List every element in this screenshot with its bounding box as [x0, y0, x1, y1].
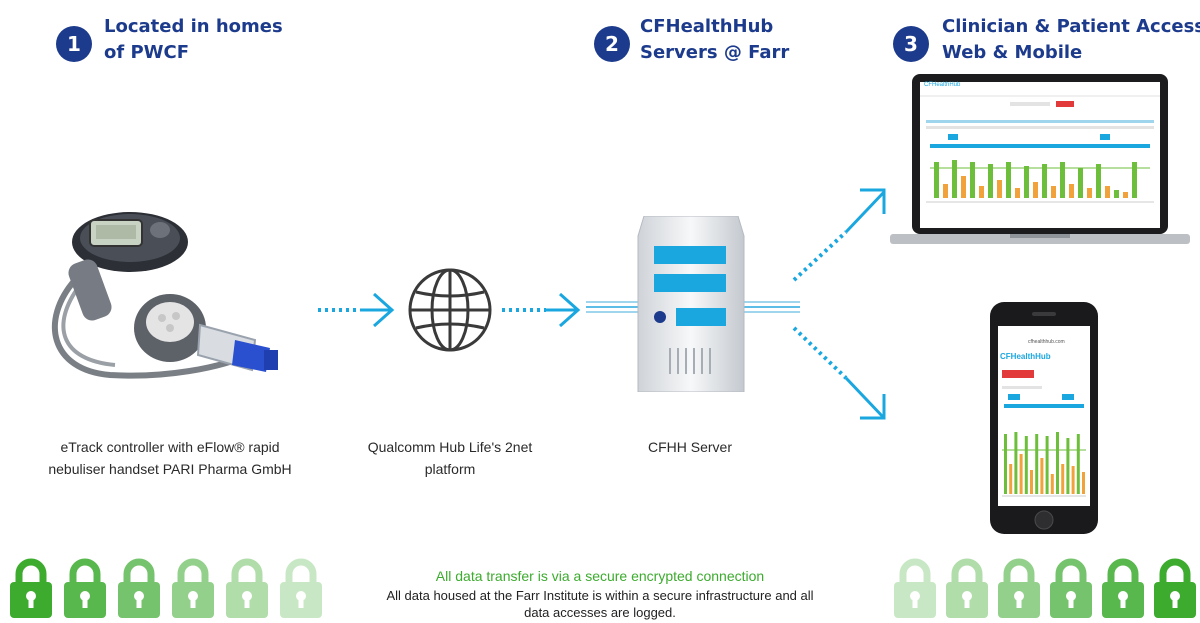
lock-icon — [996, 556, 1042, 620]
screen-bar — [1105, 186, 1110, 198]
arrow-server-to-laptop — [790, 180, 890, 290]
screen-bar — [961, 176, 966, 198]
caption-platform: Qualcomm Hub Life's 2net platform — [330, 436, 570, 480]
screen-bar — [1082, 472, 1085, 494]
footer-infrastructure-line2: data accesses are logged. — [524, 605, 676, 620]
lock-icon — [1100, 556, 1146, 620]
step-2-title: CFHealthHub Servers @ Farr — [640, 14, 789, 66]
lock-icon — [224, 556, 270, 620]
screen-bar — [1042, 164, 1047, 198]
nebuliser-device-image — [20, 200, 300, 400]
lock-icon — [944, 556, 990, 620]
lock-icon — [170, 556, 216, 620]
screen-bar — [1069, 184, 1074, 198]
screen-bar — [1035, 434, 1039, 494]
screen-bar — [1024, 436, 1028, 494]
screen-bar — [1051, 186, 1056, 198]
phone-device — [988, 300, 1100, 536]
screen-bar — [952, 160, 957, 198]
screen-bar — [1014, 432, 1018, 494]
footer-secure-transfer: All data transfer is via a secure encryp… — [435, 568, 765, 584]
laptop-brand: CFHealthHub — [924, 82, 961, 88]
laptop-device — [890, 72, 1190, 250]
step-3-title: Clinician & Patient Access: Web & Mobile — [942, 14, 1200, 66]
step-3-title-line1: Clinician & Patient Access: — [942, 16, 1200, 37]
step-3-title-line2: Web & Mobile — [942, 42, 1083, 63]
globe-icon — [406, 266, 494, 354]
lock-icon — [1048, 556, 1094, 620]
footer-infrastructure-line1: All data housed at the Farr Institute is… — [386, 588, 814, 603]
screen-bar — [1060, 162, 1065, 198]
screen-bar — [1061, 464, 1065, 494]
screen-bar — [1040, 458, 1044, 494]
screen-bar — [1096, 164, 1101, 198]
caption-platform-line2: platform — [424, 461, 476, 477]
screen-bar — [1076, 434, 1080, 494]
screen-bar — [1015, 188, 1020, 198]
lock-icon — [8, 556, 54, 620]
screen-bar — [1009, 464, 1013, 494]
lock-icon — [62, 556, 108, 620]
step-2-number: 2 — [594, 26, 630, 62]
phone-url: cfhealthhub.com — [1028, 339, 1065, 345]
caption-platform-line1: Qualcomm Hub Life's 2net — [367, 439, 533, 455]
screen-bar — [1071, 466, 1075, 494]
step-1-number: 1 — [56, 26, 92, 62]
screen-bar — [1033, 182, 1038, 198]
step-1-title-line1: Located in homes — [104, 16, 283, 37]
step-2-title-line1: CFHealthHub — [640, 16, 774, 37]
arrow-server-to-phone — [790, 320, 890, 430]
caption-device-line1: eTrack controller with eFlow® rapid — [60, 439, 280, 455]
step-3-number: 3 — [893, 26, 929, 62]
screen-bar — [997, 180, 1002, 198]
screen-bar — [1050, 474, 1054, 494]
screen-bar — [970, 162, 975, 198]
screen-bar — [1006, 162, 1011, 198]
screen-bar — [1132, 162, 1137, 198]
phone-brand: CFHealthHub — [1000, 352, 1051, 361]
screen-bar — [979, 186, 984, 198]
screen-bar — [1004, 434, 1007, 494]
caption-server: CFHH Server — [647, 439, 732, 455]
step-1-title: Located in homes of PWCF — [104, 14, 283, 66]
screen-bar — [1123, 192, 1128, 198]
screen-bar — [943, 184, 948, 198]
screen-bar — [1024, 166, 1029, 198]
screen-bar — [1045, 436, 1049, 494]
screen-bar — [1056, 432, 1059, 494]
screen-bar — [1087, 188, 1092, 198]
arrow-device-to-platform — [316, 290, 396, 330]
server-icon — [636, 216, 746, 392]
arrow-platform-to-server — [500, 290, 582, 330]
screen-bar — [1114, 190, 1119, 198]
lock-icon — [1152, 556, 1198, 620]
screen-bar — [1066, 438, 1070, 494]
lock-icon — [892, 556, 938, 620]
screen-bar — [988, 164, 993, 198]
caption-device-line2: nebuliser handset PARI Pharma GmbH — [48, 461, 292, 477]
screen-bar — [1030, 470, 1033, 494]
caption-device: eTrack controller with eFlow® rapid nebu… — [20, 436, 320, 480]
lock-icon — [278, 556, 324, 620]
screen-bar — [934, 162, 939, 198]
step-2-title-line2: Servers @ Farr — [640, 42, 790, 63]
screen-bar — [1019, 454, 1023, 494]
step-1-title-line2: of PWCF — [104, 42, 190, 63]
screen-bar — [1078, 168, 1083, 198]
footer-infrastructure: All data housed at the Farr Institute is… — [300, 587, 900, 621]
lock-icon — [116, 556, 162, 620]
